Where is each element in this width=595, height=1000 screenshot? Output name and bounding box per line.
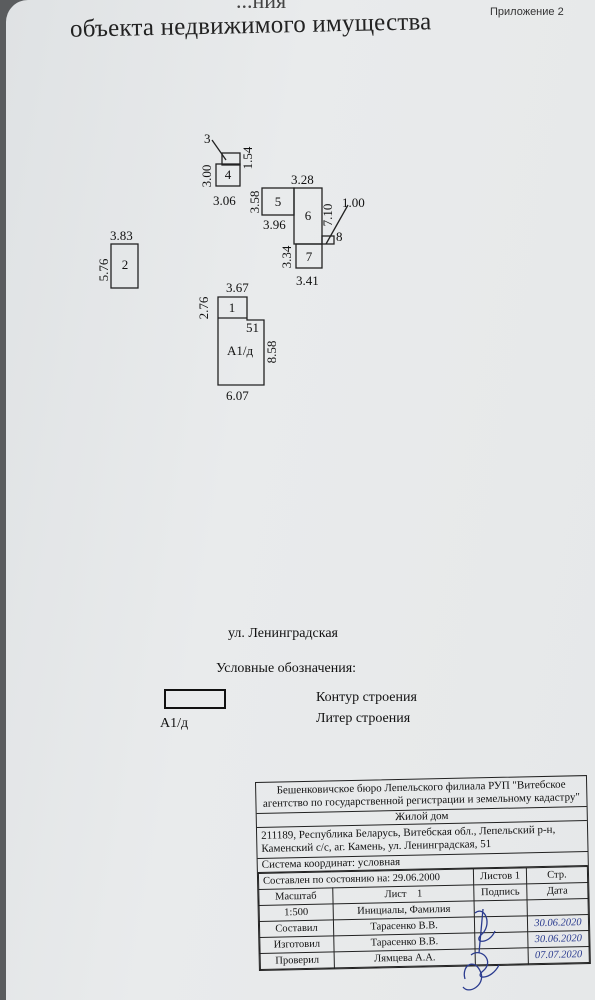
stamp-page-label: Стр. <box>526 866 588 884</box>
stamp-handwritten-date: 07.07.2020 <box>527 946 590 964</box>
room-5-label: 5 <box>275 194 282 209</box>
stamp-sheet-num: 1 <box>416 888 423 900</box>
dim-3-06: 3.06 <box>213 193 236 208</box>
building-a1-label: А1/д <box>227 343 254 358</box>
document-sheet: ...ния объекта недвижимого имущества При… <box>6 0 595 1000</box>
dim-1-00: 1.00 <box>342 195 365 210</box>
legend-title: Условные обозначения: <box>216 661 357 676</box>
dim-5-76: 5.76 <box>96 258 111 281</box>
room-4-label: 4 <box>225 167 232 182</box>
dim-7-10: 7.10 <box>320 204 335 227</box>
dim-6-07: 6.07 <box>226 388 249 403</box>
room-4-outline <box>215 163 241 187</box>
room-2-label: 2 <box>122 257 129 272</box>
legend-litera-sample: А1/д <box>160 716 189 731</box>
room-51-label: 51 <box>246 320 259 335</box>
dim-3-28: 3.28 <box>291 172 314 187</box>
room-3-label: 3 <box>204 131 211 146</box>
dim-1-54: 1.54 <box>240 146 255 169</box>
legend-contour-label: Контур строения <box>316 690 417 705</box>
street-label: ул. Ленинградская <box>228 626 338 641</box>
stamp-role: Изготовил <box>259 935 334 954</box>
stamp-table: Составлен по состоянию на: 29.06.2000 Ли… <box>258 866 590 970</box>
dim-8-58: 8.58 <box>264 341 279 364</box>
dim-3-96: 3.96 <box>263 217 286 232</box>
building-a1-outline <box>217 296 265 386</box>
room-8-outline <box>321 235 335 245</box>
room-8-label: 8 <box>336 229 343 244</box>
stamp-handwritten-date: 30.06.2020 <box>527 930 590 948</box>
room-7-outline <box>295 243 323 269</box>
room-6-label: 6 <box>305 208 312 223</box>
stamp-scale-label: Масштаб <box>258 887 333 906</box>
appendix-label: Приложение 2 <box>490 6 564 18</box>
room-7-label: 7 <box>306 249 313 264</box>
dim-3-58: 3.58 <box>247 191 262 214</box>
room-2-outline <box>110 243 139 289</box>
dim-3-00: 3.00 <box>199 165 214 188</box>
dim-3-34: 3.34 <box>279 245 294 268</box>
title-block: Бешенковичское бюро Лепельского филиала … <box>255 775 591 971</box>
dim-2-76: 2.76 <box>196 296 211 319</box>
stamp-date-cell <box>526 898 589 916</box>
stamp-scale-value: 1:500 <box>259 903 334 922</box>
dim-3-83: 3.83 <box>110 228 133 243</box>
stamp-sheet-label: Лист <box>384 888 407 901</box>
legend-litera-label: Литер строения <box>316 711 411 726</box>
stamp-sheets: Листов 1 <box>473 867 527 885</box>
dim-3-67: 3.67 <box>226 280 249 295</box>
title-top-fragment: ...ния <box>236 0 287 13</box>
room-1-label: 1 <box>229 300 236 315</box>
legend-contour-sample <box>164 689 226 709</box>
handwritten-signatures <box>462 908 500 991</box>
stamp-handwritten-date: 30.06.2020 <box>527 914 589 932</box>
stamp-role: Составил <box>259 919 334 938</box>
room-3-outline <box>221 152 241 166</box>
stamp-date-header: Дата <box>526 882 589 900</box>
stamp-role: Проверил <box>260 951 335 970</box>
dim-3-41: 3.41 <box>296 273 319 288</box>
